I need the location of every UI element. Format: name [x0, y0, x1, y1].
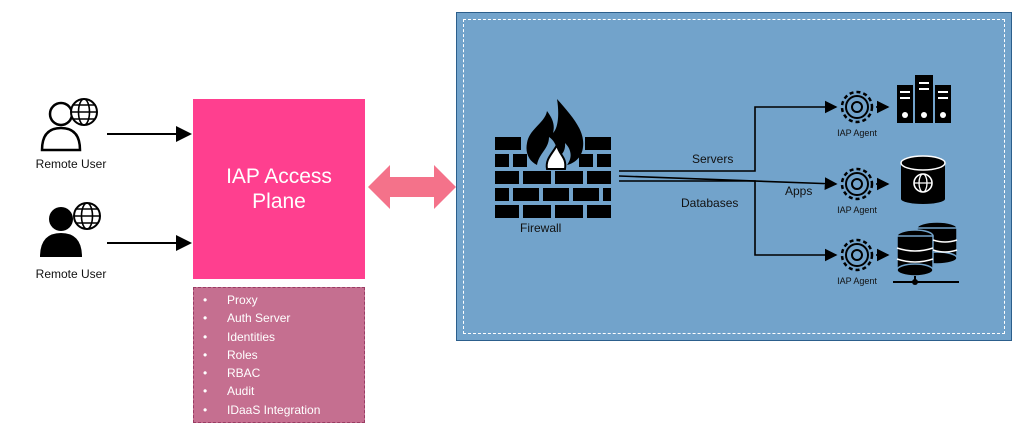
- server-rack-icon: [897, 75, 951, 123]
- firewall-label: Firewall: [520, 221, 562, 235]
- remote-user-icon: [40, 202, 101, 257]
- remote-user-label: Remote User: [35, 157, 107, 171]
- route-label: Apps: [785, 184, 813, 198]
- iap-access-plane: IAP Access Plane: [193, 99, 365, 279]
- list-item: RBAC: [203, 364, 364, 383]
- globe-database-icon: [900, 155, 946, 204]
- iap-agent-gear-icon: [840, 167, 874, 201]
- list-item: Proxy: [203, 291, 364, 310]
- network-panel-border: [463, 19, 1005, 334]
- iap-agent-label: IAP Agent: [837, 276, 877, 286]
- iap-agent-label: IAP Agent: [837, 128, 877, 138]
- access-plane-title: IAP Access Plane: [226, 164, 332, 213]
- remote-user-label: Remote User: [35, 267, 107, 281]
- remote-user-icon: [40, 98, 98, 152]
- list-item: Audit: [203, 382, 364, 401]
- iap-agent-gear-icon: [840, 90, 874, 124]
- route-label: Servers: [692, 152, 734, 166]
- route-label: Databases: [681, 196, 739, 210]
- list-item: Roles: [203, 346, 364, 365]
- database-icon: [893, 221, 959, 285]
- list-item: Auth Server: [203, 309, 364, 328]
- feature-list: Proxy Auth Server Identities Roles RBAC …: [193, 287, 365, 423]
- iap-agent-label: IAP Agent: [837, 205, 877, 215]
- iap-agent-gear-icon: [840, 238, 874, 272]
- firewall-icon: [495, 99, 611, 218]
- list-item: IDaaS Integration: [203, 401, 364, 420]
- bidirectional-arrow-icon: [368, 165, 456, 209]
- list-item: Identities: [203, 328, 364, 347]
